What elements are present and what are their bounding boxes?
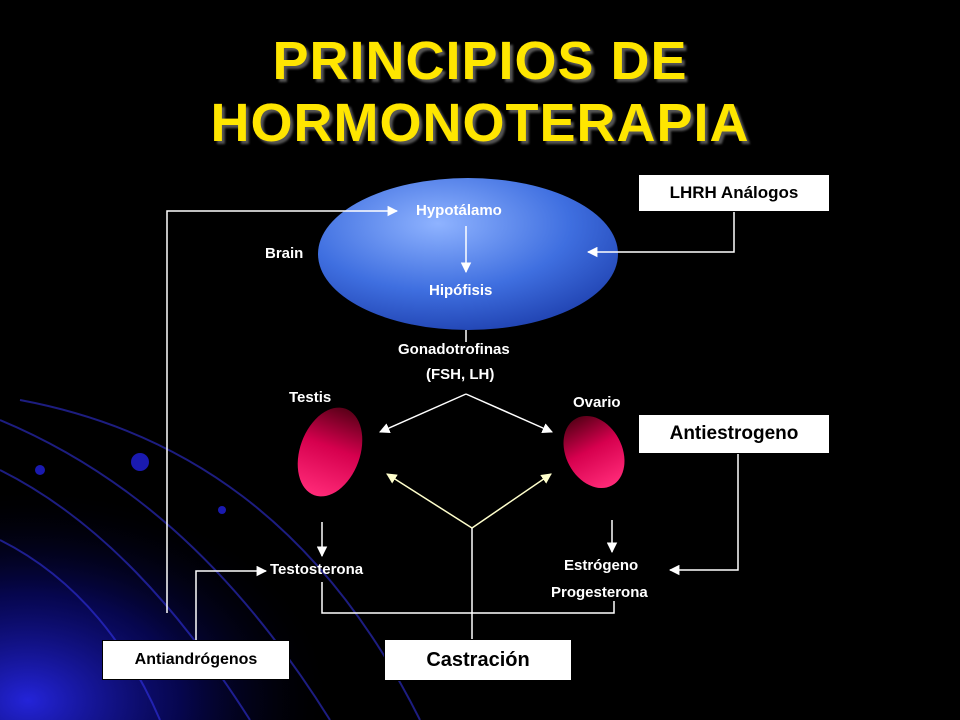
lhrh-arrow [586,212,735,258]
pituitary-label: Hipófisis [429,282,493,299]
hypothalamus-label: Hypotálamo [416,202,502,219]
castration-ovary-arrow [471,473,552,529]
page-title: PRINCIPIOS DE HORMONOTERAPIA [0,30,960,154]
castration-box: Castración [384,639,572,681]
antiandrogen-arrow [195,565,268,640]
gonadotropins-subtitle: (FSH, LH) [426,366,495,383]
gonadotropins-ovary-arrow [465,393,553,433]
antiestrogen-arrow [668,454,739,576]
decor-dot [35,465,45,475]
gonadotropins-label: Gonadotrofinas [398,341,510,358]
ovary-gland [563,415,625,489]
estrogen-label: Estrógeno [564,557,639,574]
brain-oval [318,178,618,330]
brain-label: Brain [265,245,304,262]
gonadotropins-testis-arrow [379,393,467,433]
testis-gland [297,407,363,497]
progesterone-label: Progesterona [551,584,648,601]
testis-label: Testis [289,389,332,406]
decor-dot [131,453,149,471]
ovary-label: Ovario [573,394,621,411]
title-line-2: HORMONOTERAPIA [210,93,750,153]
antiandrogens-box: Antiandrógenos [102,640,290,680]
hormone-feedback-bottom [321,582,615,614]
castration-testis-arrow [386,473,473,529]
antiestrogen-box: Antiestrogeno [638,414,830,454]
feedback-hypothalamus-arrow [166,205,399,613]
testosterone-label: Testosterona [270,561,364,578]
decor-dot [218,506,226,514]
title-line-1: PRINCIPIOS DE [272,31,688,91]
lhrh-analogues-box: LHRH Análogos [638,174,830,212]
